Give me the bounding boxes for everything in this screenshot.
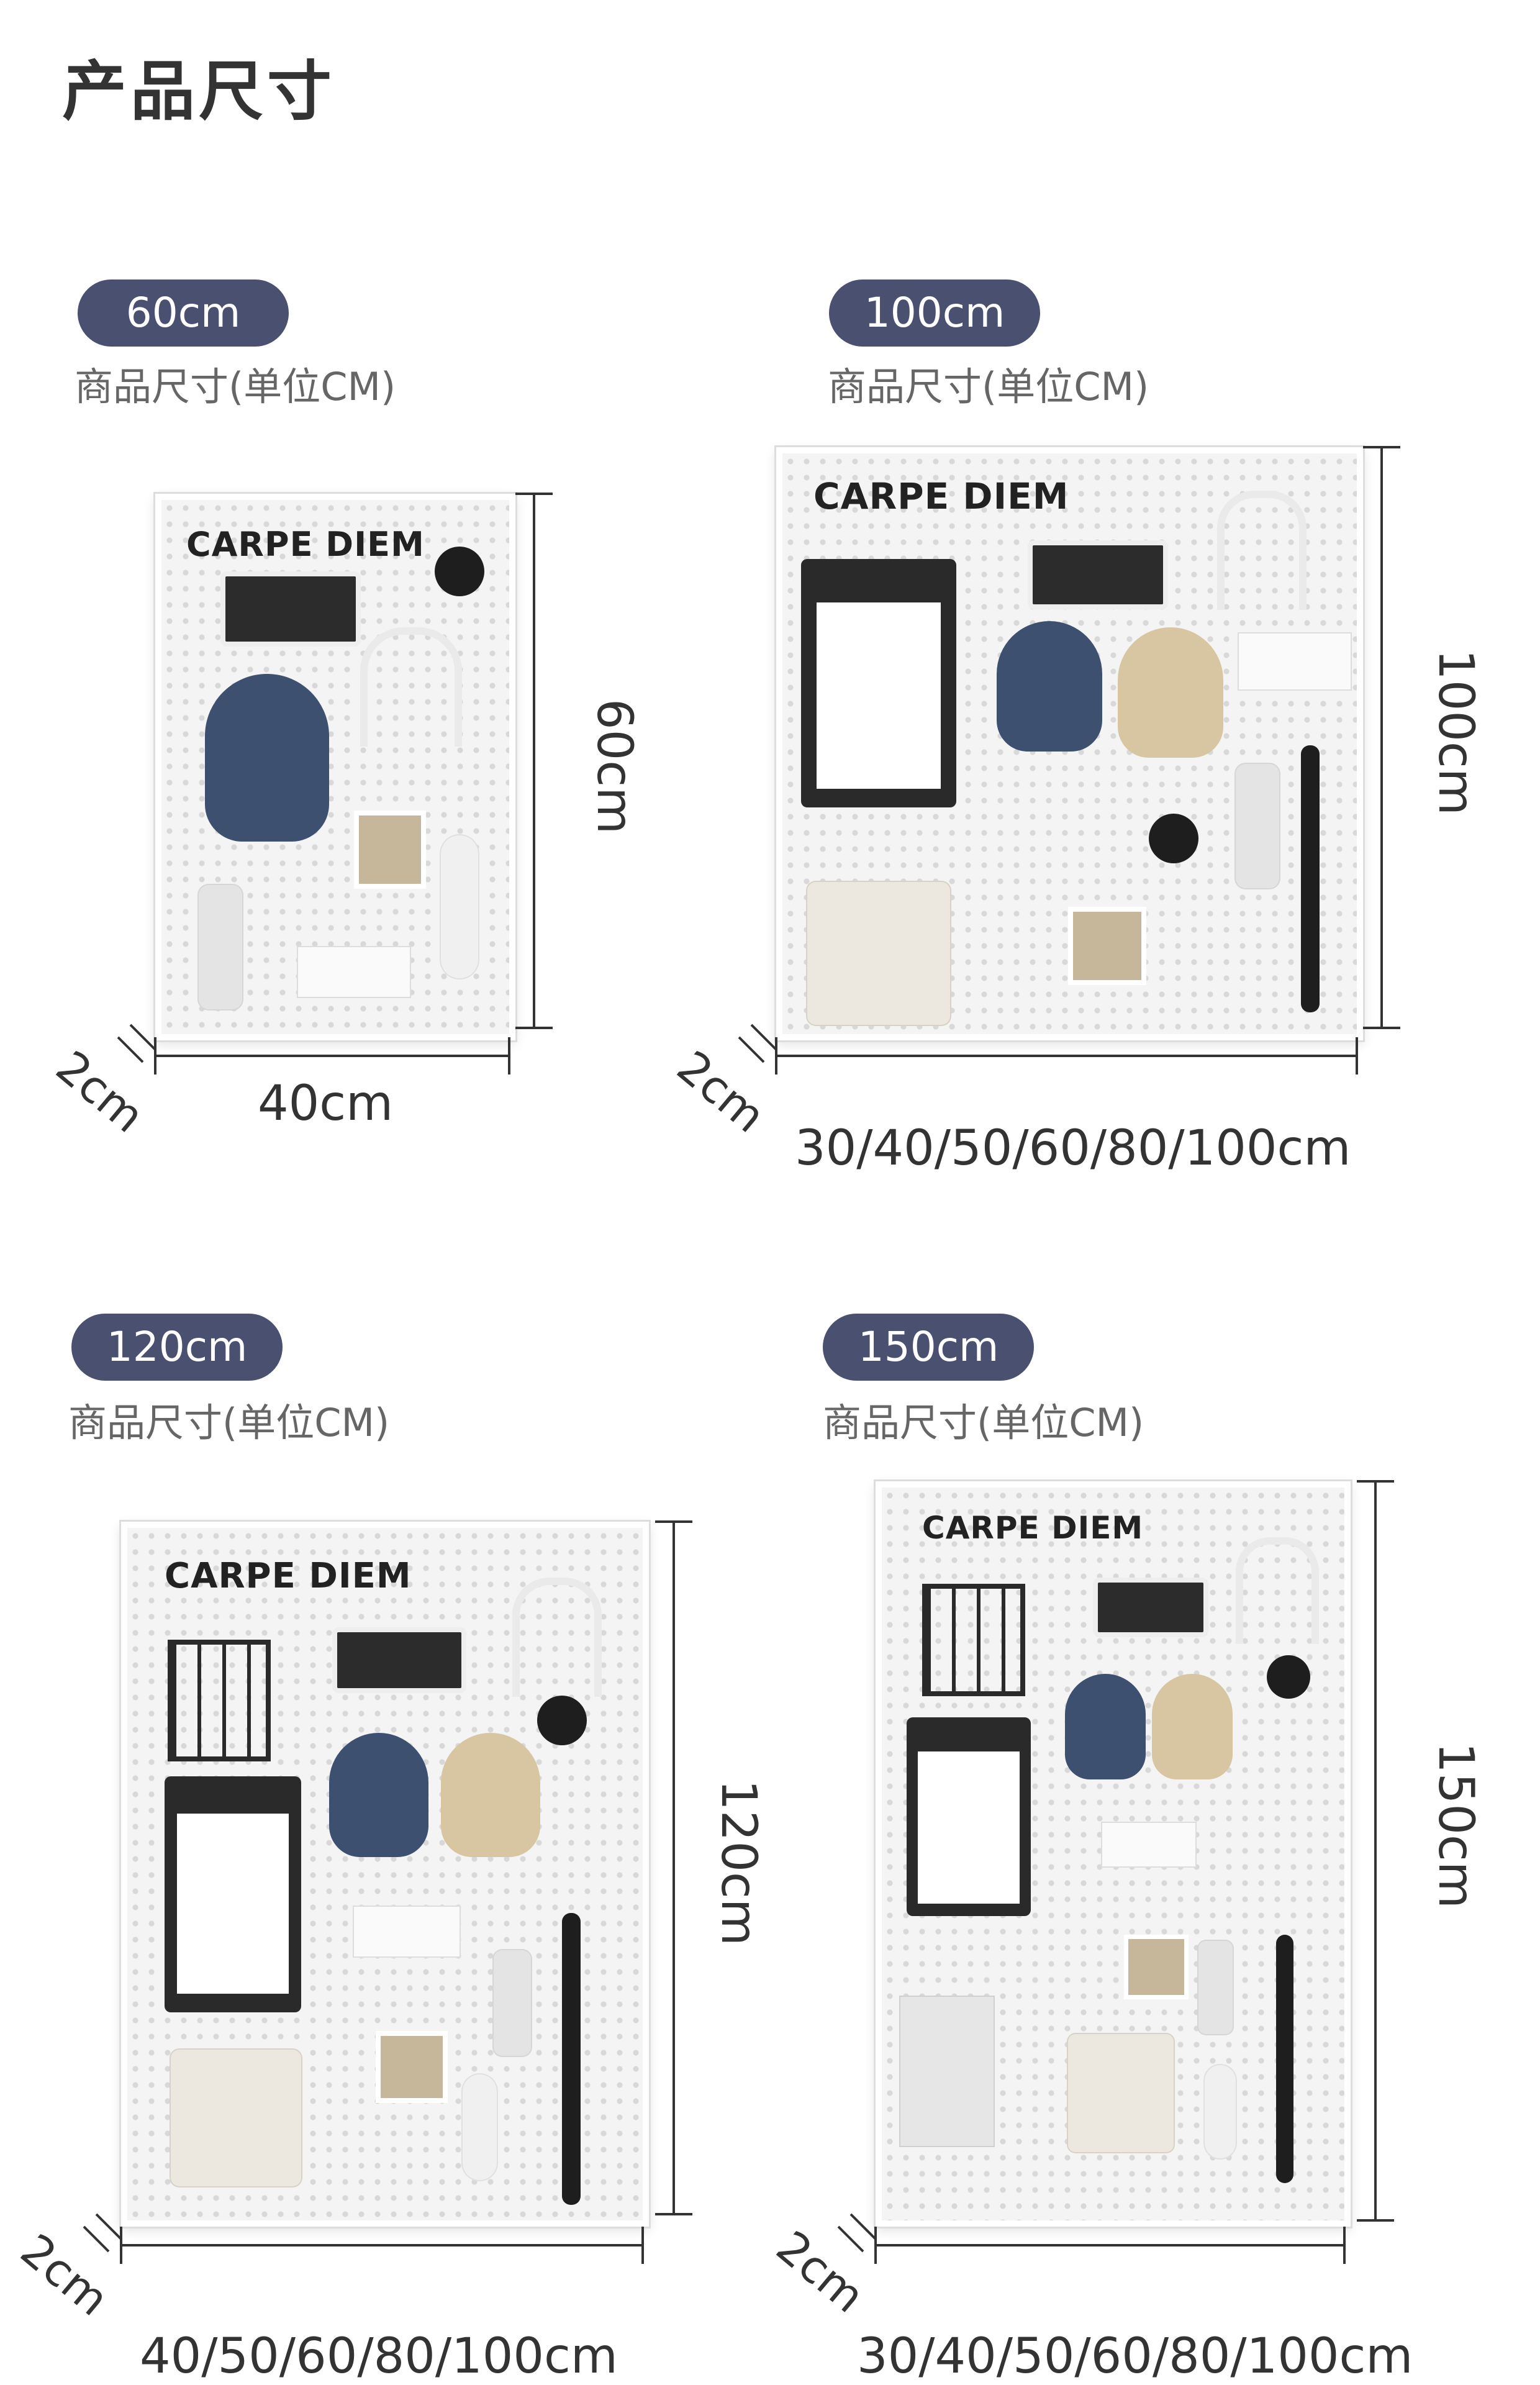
clipboard-item bbox=[907, 1717, 1031, 1916]
cap-item bbox=[205, 674, 329, 842]
bottle-item bbox=[1198, 1941, 1233, 2034]
cap-item bbox=[997, 621, 1102, 752]
game-console-item bbox=[332, 1627, 466, 1693]
tissue-box-item bbox=[298, 947, 410, 997]
size-badge-100: 100cm bbox=[829, 279, 1040, 347]
umbrella-item bbox=[1276, 1935, 1293, 2183]
tote-bag-item bbox=[900, 1997, 994, 2146]
game-console-item bbox=[1028, 540, 1168, 609]
headphones-item bbox=[1236, 1537, 1319, 1644]
clock-item bbox=[1267, 1655, 1310, 1699]
pegboard-image: CARPE DIEM bbox=[876, 1481, 1351, 2227]
bottle-item bbox=[1236, 764, 1279, 888]
width-label: 30/40/50/60/80/100cm bbox=[857, 2328, 1413, 2384]
size-badge-150: 150cm bbox=[823, 1314, 1034, 1381]
handbag-item bbox=[807, 882, 950, 1025]
board-logo-text: CARPE DIEM bbox=[813, 475, 1069, 517]
width-label: 40cm bbox=[258, 1076, 394, 1132]
clock-item bbox=[537, 1696, 587, 1745]
umbrella-item bbox=[441, 835, 478, 978]
game-console-item bbox=[1093, 1578, 1208, 1637]
tissue-box-item bbox=[1239, 634, 1351, 689]
cap-item bbox=[1118, 627, 1223, 758]
bottle-item bbox=[494, 1950, 531, 2056]
unit-label: 商品尺寸(单位CM) bbox=[828, 364, 1149, 409]
photo-item bbox=[1068, 907, 1146, 985]
wire-basket-item bbox=[922, 1584, 1025, 1696]
unit-label: 商品尺寸(单位CM) bbox=[823, 1400, 1144, 1445]
photo-item bbox=[376, 2031, 448, 2103]
pegboard-image: CARPE DIEM bbox=[776, 447, 1363, 1040]
clock-item bbox=[435, 547, 484, 596]
umbrella-item bbox=[1301, 745, 1320, 1012]
handbag-item bbox=[1068, 2034, 1174, 2152]
board-logo-text: CARPE DIEM bbox=[922, 1510, 1144, 1546]
unit-label: 商品尺寸(单位CM) bbox=[75, 364, 396, 409]
photo-item bbox=[354, 811, 426, 889]
cap-item bbox=[1152, 1674, 1233, 1779]
clipboard-item bbox=[801, 559, 956, 807]
pegboard-image: CARPE DIEM bbox=[155, 494, 515, 1040]
handbag-item bbox=[171, 2050, 301, 2186]
bottle-item bbox=[199, 885, 242, 1009]
clock-item bbox=[1149, 814, 1198, 863]
umbrella-item bbox=[1205, 2065, 1236, 2158]
umbrella-item bbox=[463, 2074, 497, 2180]
wire-basket-item bbox=[168, 1640, 271, 1761]
tissue-box-item bbox=[354, 1907, 460, 1956]
page-title: 产品尺寸 bbox=[62, 53, 336, 129]
tissue-box-item bbox=[1102, 1823, 1195, 1866]
cap-item bbox=[329, 1733, 428, 1857]
width-label: 30/40/50/60/80/100cm bbox=[795, 1120, 1351, 1176]
board-logo-text: CARPE DIEM bbox=[165, 1556, 412, 1596]
photo-item bbox=[1124, 1935, 1189, 1999]
width-label: 40/50/60/80/100cm bbox=[140, 2328, 618, 2384]
pegboard-image: CARPE DIEM bbox=[121, 1522, 649, 2227]
umbrella-item bbox=[562, 1913, 581, 2205]
unit-label: 商品尺寸(单位CM) bbox=[68, 1400, 390, 1445]
board-logo-text: CARPE DIEM bbox=[186, 525, 425, 564]
size-badge-60: 60cm bbox=[78, 279, 289, 347]
game-console-item bbox=[220, 571, 361, 647]
clipboard-item bbox=[165, 1776, 301, 2012]
size-badge-120: 120cm bbox=[71, 1314, 283, 1381]
cap-item bbox=[1065, 1674, 1146, 1779]
cap-item bbox=[441, 1733, 540, 1857]
